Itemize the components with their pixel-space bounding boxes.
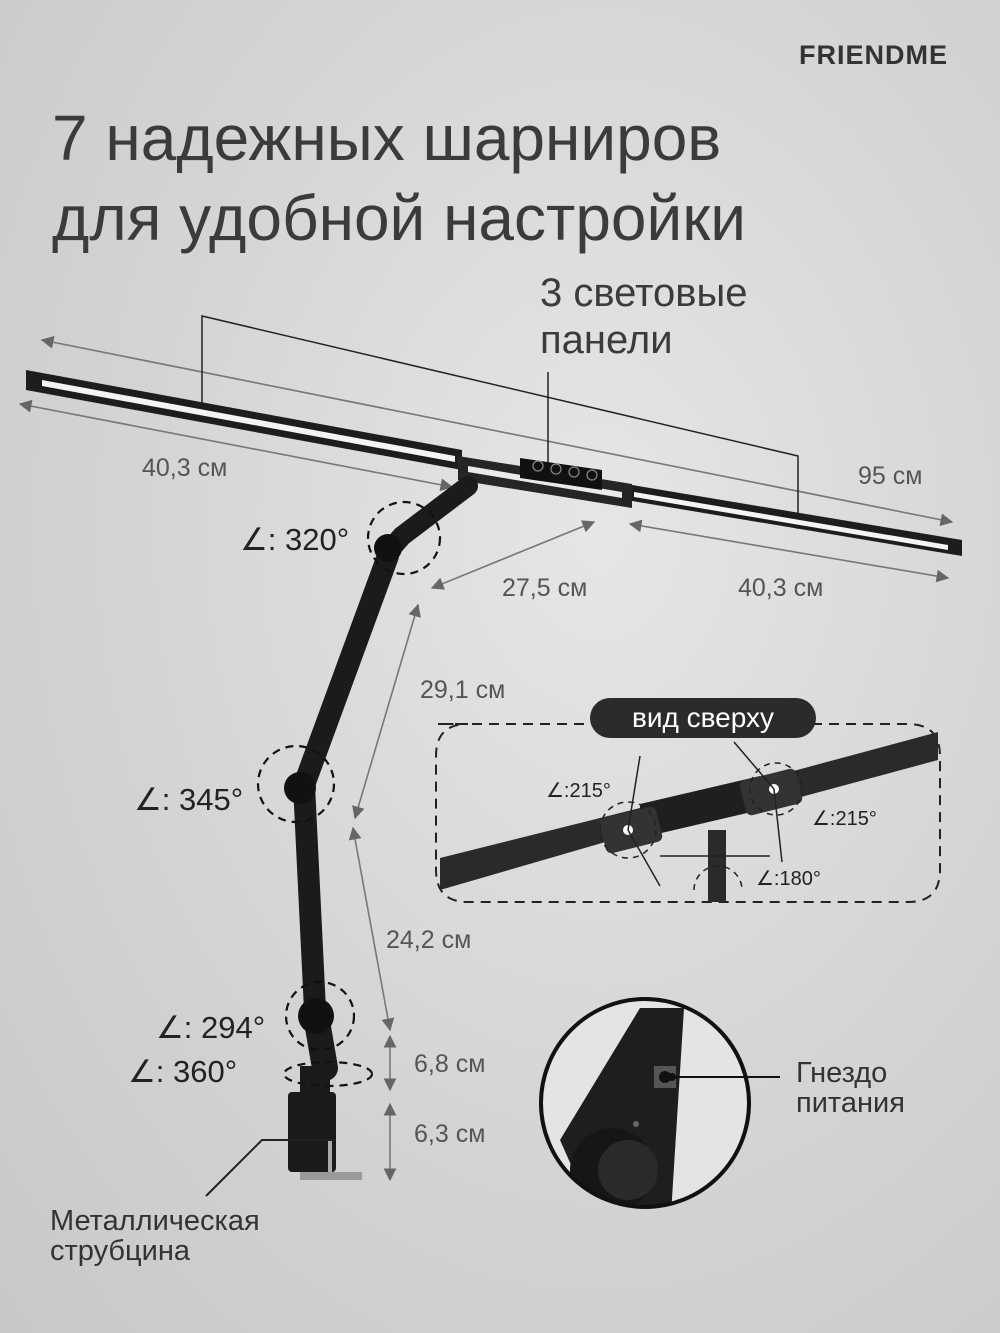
title-line-1: 7 надежных шарниров [52, 102, 722, 174]
control-panel [520, 458, 602, 490]
mode-button-icon [550, 463, 562, 475]
base-rotation-angle: ∠: 360° [128, 1054, 238, 1089]
clamp-callout-line [205, 1139, 336, 1197]
left-panel-line [18, 399, 454, 492]
top-joint-angle: ∠: 320° [240, 522, 350, 557]
lower-joint [298, 998, 334, 1034]
joint-height-dimension: 6,8 см [414, 1050, 486, 1078]
brand-logo: FRIENDME [799, 40, 948, 70]
top-view-badge: вид сверху [590, 698, 816, 738]
title-line-2: для удобной настройки [52, 182, 746, 254]
top-view-right-angle: ∠:215° [812, 808, 877, 830]
top-view-frame [435, 723, 941, 903]
lamp-arm [293, 476, 478, 1081]
panels-label: 3 световые панели [540, 270, 747, 364]
clamp-label-line-2: струбцина [50, 1235, 190, 1267]
dimension-lines [18, 335, 954, 1182]
clamp-label: Металлическая струбцина [50, 1206, 260, 1266]
top-view-guides [599, 741, 803, 891]
left-panel-dimension: 40,3 см [142, 454, 228, 482]
metal-clamp [288, 1066, 362, 1180]
right-panel-dimension: 40,3 см [738, 574, 824, 602]
power-socket-zoom [539, 997, 780, 1209]
center-panel-line [430, 520, 596, 590]
middle-joint-angle: ∠: 345° [134, 782, 244, 817]
power-socket-line-1: Гнездо [796, 1057, 888, 1089]
page-title: 7 надежных шарниров для удобной настройк… [52, 98, 746, 258]
right-panel-line [628, 519, 950, 583]
power-socket-line-2: питания [796, 1087, 905, 1119]
light-bar [26, 370, 962, 556]
lower-arm-dimension: 24,2 см [386, 926, 472, 954]
clamp-height-dimension: 6,3 см [414, 1120, 486, 1148]
top-view-lamp [440, 732, 938, 902]
center-panel-dimension: 27,5 см [502, 574, 588, 602]
upper-arm-dimension: 29,1 см [420, 676, 506, 704]
total-width-line [40, 335, 954, 527]
total-width-dimension: 95 см [858, 462, 923, 490]
power-button-icon [532, 460, 544, 472]
brightness-button-icon [568, 466, 580, 478]
rotation-rings [256, 500, 442, 1088]
lower-joint-angle: ∠: 294° [156, 1010, 266, 1045]
clamp-label-line-1: Металлическая [50, 1205, 260, 1237]
top-view-left-angle: ∠:215° [546, 780, 611, 802]
panels-label-line-2: панели [540, 318, 673, 362]
upper-arm-line [352, 603, 421, 820]
middle-joint [284, 772, 316, 804]
power-socket-label: Гнездо питания [796, 1058, 905, 1118]
timer-button-icon [586, 469, 598, 481]
top-view-center-angle: ∠:180° [756, 868, 821, 890]
lower-arm-line [348, 826, 395, 1032]
top-joint [374, 534, 402, 562]
panels-label-line-1: 3 световые [540, 271, 748, 315]
